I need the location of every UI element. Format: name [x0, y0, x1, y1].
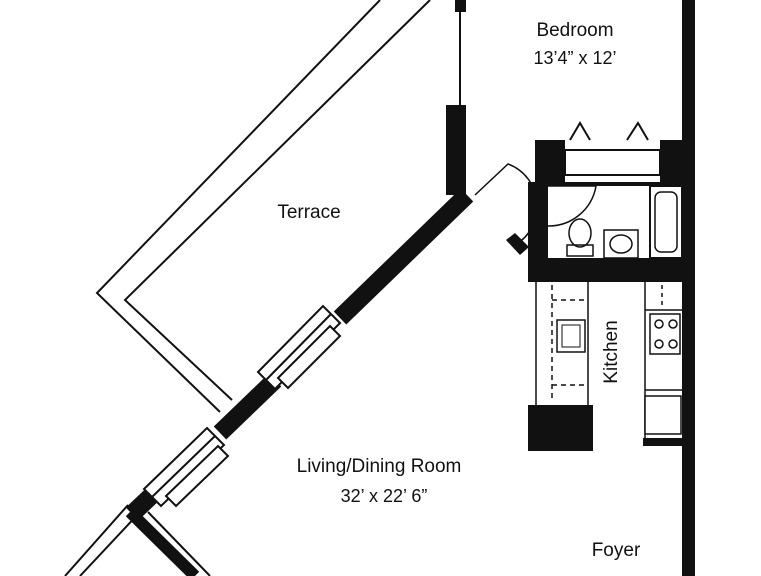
- terrace-outline: [95, 0, 431, 413]
- bathroom: [528, 182, 683, 282]
- kitchen: [528, 282, 682, 451]
- bedroom-label: Bedroom: [536, 20, 613, 41]
- kitchen-label: Kitchen: [601, 320, 622, 383]
- living-dining-label: Living/Dining Room: [297, 456, 462, 477]
- foyer-label: Foyer: [592, 540, 641, 561]
- bedroom-partition: [446, 0, 466, 195]
- bedroom-dimensions: 13’4” x 12’: [533, 48, 616, 68]
- window-lower: [142, 426, 230, 508]
- bathroom-door: [547, 185, 597, 227]
- sink: [603, 229, 639, 259]
- lower-left-walls: [64, 504, 211, 576]
- refrigerator: [644, 395, 682, 435]
- stove: [649, 313, 681, 355]
- closet: [535, 121, 682, 182]
- living-dining-dimensions: 32’ x 22’ 6”: [341, 486, 428, 506]
- right-exterior-wall: [682, 0, 695, 576]
- window-upper: [256, 304, 342, 391]
- terrace-label: Terrace: [277, 202, 340, 223]
- terrace-door: [474, 163, 539, 255]
- toilet: [566, 218, 594, 257]
